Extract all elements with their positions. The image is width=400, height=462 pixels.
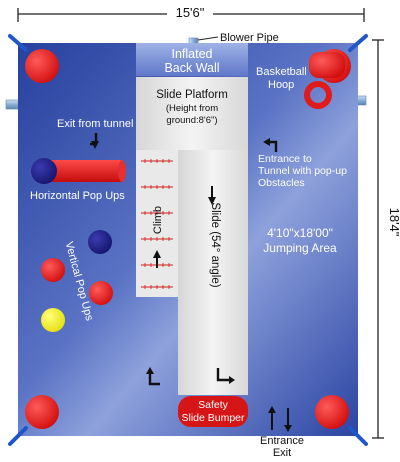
- horizontal-popup-tube-end: [118, 160, 126, 182]
- entrance-exit-arrows: [268, 406, 292, 432]
- corner-pillar-bottom-right: [315, 395, 349, 429]
- back-wall-label-2: Back Wall: [164, 61, 219, 75]
- exit-tunnel-label: Exit from tunnel: [57, 118, 133, 130]
- climb-step-ticks: [144, 159, 170, 289]
- platform-height-1: (Height from: [166, 103, 218, 114]
- slide-exit-arrow-head: [229, 376, 235, 384]
- vertical-popup-navy: [88, 230, 112, 254]
- jumping-area-label: Jumping Area: [263, 241, 337, 255]
- climb-wall: [136, 150, 178, 297]
- width-label: 15'6": [176, 5, 205, 20]
- blower-pipe-left: [5, 99, 21, 110]
- platform-height-2: ground:8'6"): [166, 115, 217, 126]
- vertical-popup-yellow: [41, 308, 65, 332]
- exit-path-arrow-head: [146, 367, 154, 374]
- corner-pillar-bottom-left: [25, 395, 59, 429]
- basketball-label-2: Hoop: [268, 79, 294, 91]
- vertical-popup-red-left: [41, 258, 65, 282]
- basketball-hoop-icon: [304, 81, 332, 109]
- vertical-popup-red-right: [89, 281, 113, 305]
- length-label: 18'4": [387, 208, 400, 237]
- exit-label: Exit: [273, 447, 291, 459]
- slide-exit-arrow: [216, 368, 230, 382]
- entrance-tunnel-arrow: [268, 140, 278, 152]
- entrance-tunnel-arrow-head: [263, 138, 270, 146]
- horizontal-popup-ball: [31, 158, 57, 184]
- entrance-tunnel-label-2: Tunnel with pop-up: [258, 165, 347, 177]
- slide-platform-label: Slide Platform: [156, 89, 228, 101]
- bumper-label-1: Safety: [198, 399, 229, 411]
- inflated-back-wall: [136, 43, 248, 76]
- jumping-size-label: 4'10"x18'00": [267, 226, 333, 240]
- blower-pipe-label: Blower Pipe: [220, 32, 279, 44]
- width-dimension: 15'6": [17, 4, 365, 22]
- climb-label: Climb: [152, 206, 164, 234]
- corner-straps: [8, 34, 368, 446]
- basketball-label-1: Basketball: [256, 66, 307, 78]
- horizontal-popups-label: Horizontal Pop Ups: [30, 190, 125, 202]
- entrance-tunnel-label-1: Entrance to: [258, 153, 312, 165]
- exit-tunnel-arrow-head: [91, 141, 99, 149]
- exit-path-arrow: [148, 372, 160, 386]
- length-dimension: 18'4": [372, 39, 400, 439]
- slide-down-arrow: [208, 186, 216, 205]
- safety-slide-bumper: [178, 396, 248, 427]
- horizontal-popup-tube: [44, 160, 122, 182]
- climb-up-arrow: [153, 250, 161, 268]
- slide-platform: [136, 77, 248, 150]
- entrance-tunnel-label-3: Obstacles: [258, 177, 305, 189]
- bumper-label-2: Slide Bumper: [181, 412, 245, 424]
- slide-label: Slide (54° angle): [209, 202, 221, 287]
- basketball-backboard: [309, 52, 345, 78]
- entrance-label: Entrance: [260, 435, 304, 447]
- corner-pillar-top-left: [25, 49, 59, 83]
- back-wall-label-1: Inflated: [171, 47, 212, 61]
